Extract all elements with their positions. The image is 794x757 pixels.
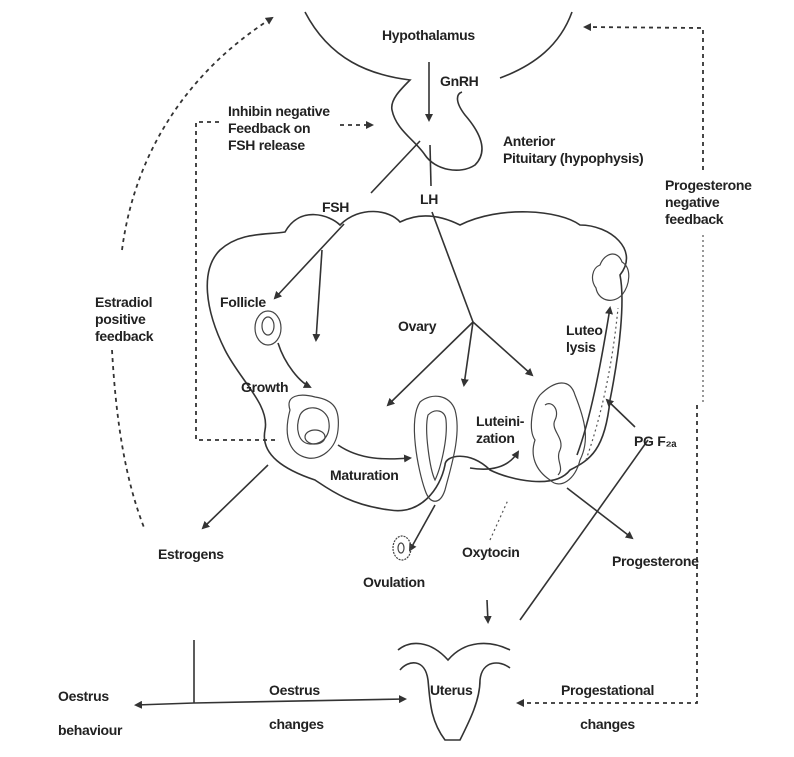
label-pgf2a: PG F₂ₐ: [634, 433, 677, 449]
growing-follicle-oocyte: [304, 429, 326, 445]
fsh-line: [370, 140, 421, 194]
lh-to-luteinization-arrow: [472, 321, 534, 377]
label-ovary: Ovary: [398, 318, 437, 334]
label-progesterone-feedback: Progesterone negative feedback: [665, 177, 752, 227]
label-estradiol-feedback: Estradiol positive feedback: [95, 294, 154, 344]
hypothalamus-outline-right: [499, 11, 573, 79]
fsh-to-follicle-arrow: [273, 223, 345, 300]
label-inhibin-feedback: Inhibin negative Feedback on FSH release: [228, 103, 330, 153]
pgf2a-to-luteolysis-arrow: [605, 398, 636, 428]
estradiol-feedback-dashed-upper: [121, 16, 274, 251]
label-oestrus-changes: Oestrus changes: [269, 682, 324, 732]
ovulated-oocyte-inner: [397, 542, 405, 554]
label-progestational-changes: Progestational changes: [561, 682, 655, 732]
follicle-to-growth-arrow: [277, 342, 312, 388]
follicle-shape: [254, 310, 282, 346]
inhibin-feedback-dashed-line: [195, 121, 275, 441]
mature-follicle-inner: [426, 410, 447, 482]
label-oxytocin: Oxytocin: [462, 544, 520, 560]
follicle-inner: [261, 316, 275, 336]
growing-follicle-inner: [297, 407, 330, 445]
oxytocin-arrow: [483, 599, 492, 624]
label-follicle: Follicle: [220, 294, 266, 310]
corpus-luteum-folds: [544, 403, 562, 476]
luteolysis-arrow: [576, 306, 613, 456]
estrogens-to-behaviour-arrow: [134, 700, 195, 709]
lh-stalk: [429, 144, 432, 187]
luteolysis-dotted-path: [585, 307, 619, 461]
label-lh: LH: [420, 191, 439, 207]
estrogens-to-uterus-arrow: [193, 695, 407, 704]
ovary-to-estrogens-arrow: [201, 464, 269, 530]
estradiol-feedback-dashed-lower: [111, 349, 146, 531]
label-hypothalamus: Hypothalamus: [382, 27, 475, 43]
label-fsh: FSH: [322, 199, 350, 215]
progesterone-arrow: [566, 487, 634, 540]
label-luteinization: Luteini- zation: [476, 413, 525, 446]
oxytocin-dotted-line: [489, 499, 509, 541]
label-gnrh: GnRH: [440, 73, 479, 89]
mature-follicle-shape: [413, 395, 458, 502]
lh-main-line: [431, 211, 474, 323]
luteinization-arrow: [469, 450, 520, 470]
ovulation-arrow: [409, 504, 436, 552]
fsh-to-ovary-arrow: [312, 249, 323, 342]
label-estrogens: Estrogens: [158, 546, 224, 562]
label-maturation: Maturation: [330, 467, 399, 483]
label-anterior-pituitary: Anterior Pituitary (hypophysis): [503, 133, 644, 166]
lh-to-maturation-arrow: [386, 321, 474, 407]
growing-follicle-shape: [286, 394, 340, 459]
label-oestrus-behaviour: Oestrus behaviour: [58, 688, 123, 738]
regressing-corpus-luteum: [591, 253, 630, 301]
uterus-outline: [397, 642, 511, 741]
label-growth: Growth: [241, 379, 289, 395]
label-uterus: Uterus: [430, 682, 473, 698]
progestational-dashed-arrow: [516, 405, 698, 707]
corpus-luteum-shape: [530, 382, 586, 485]
lh-to-ovulation-arrow: [460, 321, 474, 387]
uterus-to-pgf2a-line: [519, 439, 649, 621]
ovulated-oocyte: [392, 535, 412, 561]
label-ovulation: Ovulation: [363, 574, 425, 590]
label-progesterone: Progesterone: [612, 553, 699, 569]
growth-to-maturation-arrow: [337, 444, 412, 463]
label-luteolysis: Luteo lysis: [566, 322, 603, 355]
ovary-outline: [206, 210, 628, 512]
hypothalamus-outline: [304, 11, 483, 171]
